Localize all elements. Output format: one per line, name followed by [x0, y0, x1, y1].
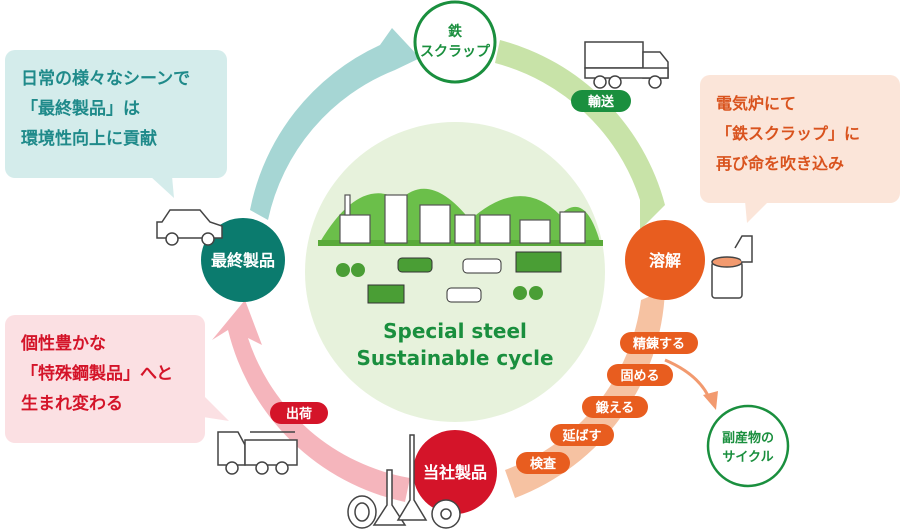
pill-forge: 鍛える: [582, 396, 648, 418]
pill-stretch-label: 延ばす: [561, 428, 601, 444]
callout-bottom-left-text: 個性豊かな 「特殊鋼製品」へと 生まれ変わる: [21, 334, 174, 414]
node-byproduct: 副産物の サイクル: [706, 404, 790, 488]
callout-bottom-left-tail: [203, 395, 229, 421]
pill-forge-label: 鍛える: [596, 400, 635, 416]
pill-inspect-label: 検査: [530, 456, 557, 472]
node-byproduct-line2: サイクル: [722, 450, 773, 465]
pill-inspect: 検査: [516, 452, 570, 474]
pill-transport-label: 輸送: [588, 94, 615, 110]
dump-truck-icon: [584, 41, 669, 89]
city-icon: [318, 188, 603, 304]
steel-parts-icon: [347, 434, 461, 529]
node-company-products-label: 当社製品: [423, 463, 487, 482]
node-scrap: 鉄 スクラップ: [413, 0, 497, 84]
arc-melting-to-products: [505, 290, 665, 498]
node-scrap-line2: スクラップ: [420, 44, 491, 60]
node-final-products: 最終製品: [201, 218, 285, 302]
ladle-icon: [711, 235, 753, 299]
callout-bottom-left: 個性豊かな 「特殊鋼製品」へと 生まれ変わる: [5, 315, 205, 443]
arc-final-to-scrap: [250, 28, 420, 220]
flatbed-truck-icon: [217, 431, 298, 475]
pill-harden-label: 固める: [620, 369, 659, 384]
node-byproduct-line1: 副産物の: [722, 430, 774, 446]
callout-top-left-tail: [150, 176, 174, 198]
node-company-products: 当社製品: [413, 430, 497, 514]
pill-refine: 精錬する: [620, 332, 698, 354]
node-melting-label: 溶解: [649, 251, 681, 270]
node-final-products-label: 最終製品: [211, 251, 275, 270]
arc-scrap-to-melting: [495, 40, 665, 230]
byproduct-arrowhead: [703, 391, 718, 410]
center-title-line2: Sustainable cycle: [356, 346, 554, 370]
callout-top-left: 日常の様々なシーンで 「最終製品」は 環境性向上に貢献: [5, 50, 227, 178]
callout-right-tail: [745, 201, 769, 223]
pill-transport: 輸送: [571, 90, 631, 112]
pill-ship: 出荷: [270, 402, 328, 424]
pill-refine-label: 精錬する: [633, 336, 685, 352]
car-icon: [156, 209, 223, 246]
callout-right: 電気炉にて 「鉄スクラップ」に 再び命を吹き込み: [700, 75, 900, 203]
pill-harden: 固める: [607, 364, 673, 386]
node-scrap-line1: 鉄: [448, 23, 463, 40]
node-melting: 溶解: [625, 220, 705, 300]
callout-right-text: 電気炉にて 「鉄スクラップ」に 再び命を吹き込み: [716, 94, 861, 173]
pill-ship-label: 出荷: [286, 406, 312, 422]
center-title-line1: Special steel: [383, 319, 527, 343]
callout-top-left-text: 日常の様々なシーンで 「最終製品」は 環境性向上に貢献: [21, 69, 191, 149]
pill-stretch: 延ばす: [550, 424, 614, 446]
center-title: Special steel Sustainable cycle: [340, 318, 570, 372]
